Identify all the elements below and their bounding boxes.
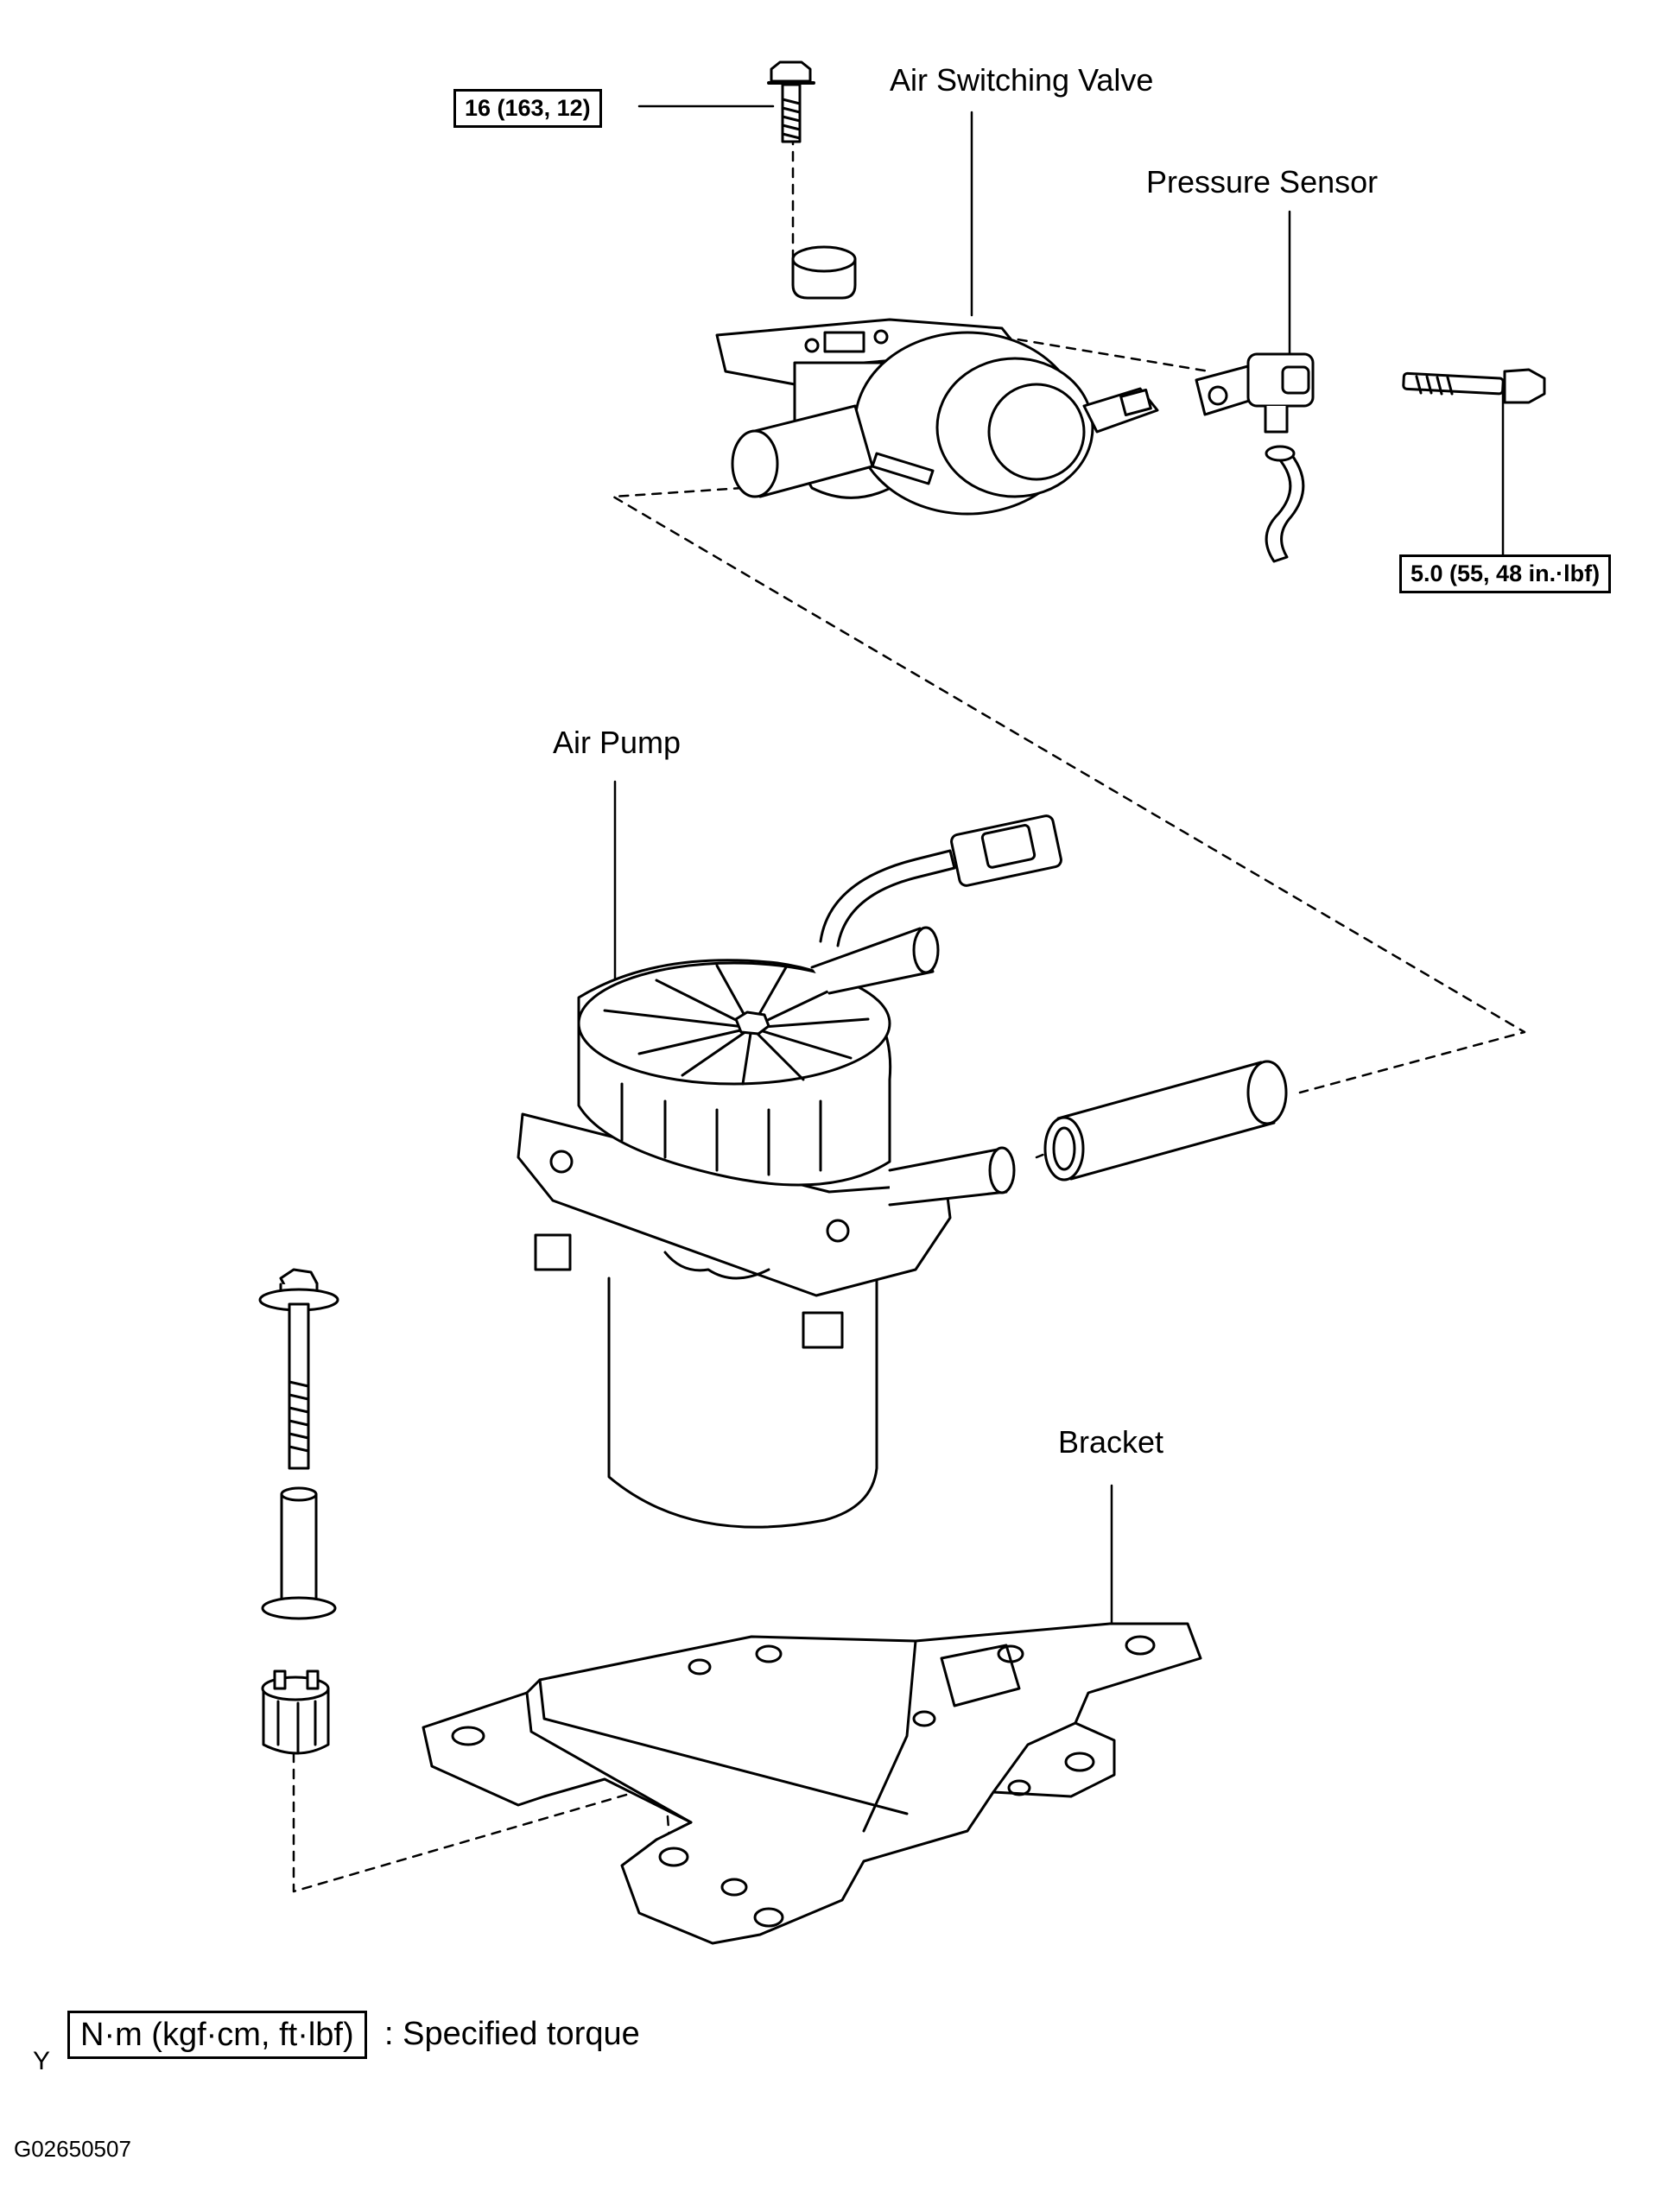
valve-bolt-torque-box: 16 (163, 12) <box>453 89 602 128</box>
figure-code: G02650507 <box>14 2136 131 2162</box>
air-pump <box>517 814 1062 1529</box>
sensor-mounting-bolt <box>1402 368 1546 404</box>
sensor-bolt-torque-box: 5.0 (55, 48 in.·lbf) <box>1399 554 1612 593</box>
air-switching-valve-label: Air Switching Valve <box>890 62 1154 98</box>
air-switching-valve <box>715 245 1159 516</box>
bracket <box>422 1622 1202 1945</box>
legend-description: : Specified torque <box>384 2016 640 2052</box>
collar <box>261 1486 337 1620</box>
air-hose <box>1043 1060 1288 1182</box>
valve-mounting-bolt <box>767 60 815 143</box>
legend-marker: Y <box>33 2047 51 2075</box>
legend-unit-box: N·m (kgf·cm, ft·lbf) <box>67 2011 367 2059</box>
pressure-sensor-label: Pressure Sensor <box>1146 164 1379 200</box>
grommet <box>261 1669 330 1755</box>
air-pump-label: Air Pump <box>553 725 682 760</box>
bracket-label: Bracket <box>1058 1424 1164 1460</box>
pressure-sensor <box>1195 352 1315 563</box>
leader-lines <box>613 105 1505 1638</box>
bracket-mounting-bolt <box>258 1268 339 1470</box>
